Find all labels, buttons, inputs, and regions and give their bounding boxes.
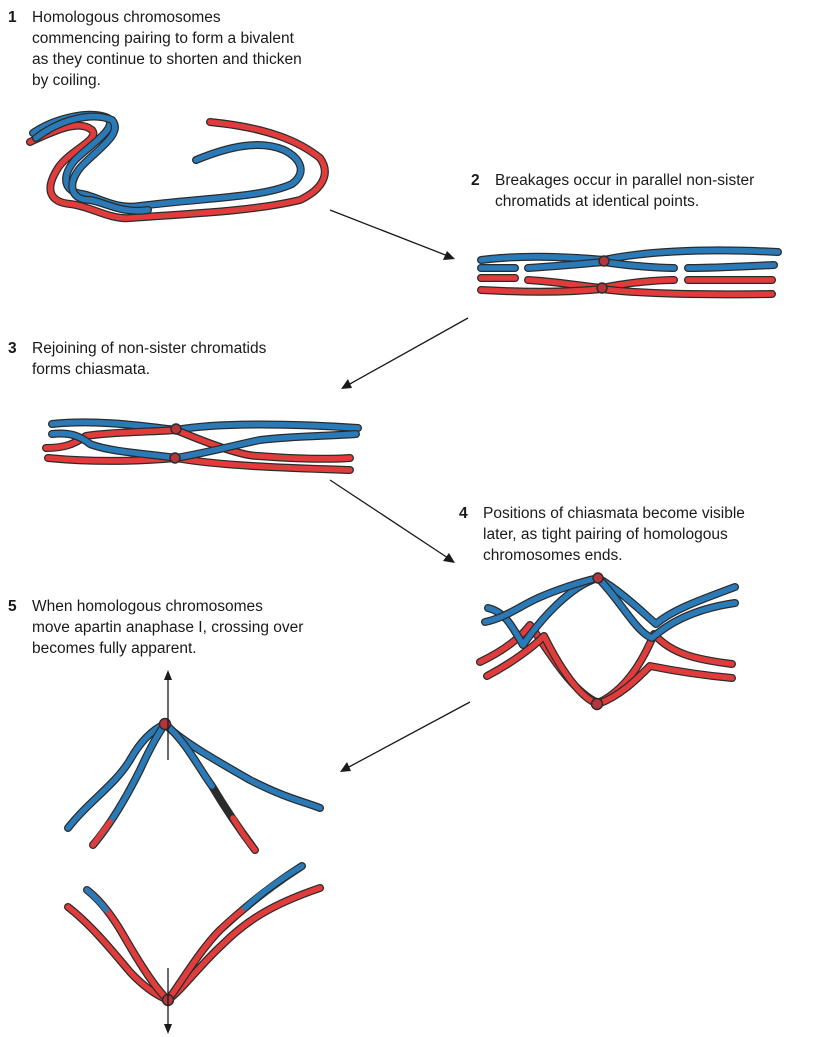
centromere-4a <box>592 572 604 584</box>
stage-5-anaphase <box>64 717 324 1007</box>
arrow-1-to-2 <box>329 209 455 260</box>
stage-2-breakages <box>481 250 778 294</box>
step-5-number: 5 <box>8 598 17 615</box>
centromere-4b <box>590 697 604 711</box>
centromere-2b <box>596 282 608 294</box>
centromere-3b <box>169 452 181 464</box>
step-4-caption: 4 Positions of chiasmata become visible … <box>459 503 809 566</box>
step-4-text: Positions of chiasmata become visible la… <box>483 505 745 564</box>
step-3-number: 3 <box>8 340 17 357</box>
stage-4-visible-chiasmata <box>476 572 739 711</box>
step-3-text: Rejoining of non-sister chromatids forms… <box>32 340 267 378</box>
step-5-text: When homologous chromosomes move apartin… <box>32 598 304 657</box>
step-1-caption: 1 Homologous chromosomes commencing pair… <box>8 7 388 91</box>
step-2-caption: 2 Breakages occur in parallel non-sister… <box>471 170 811 212</box>
pole-arrow-up <box>164 670 172 760</box>
arrow-4-to-5 <box>340 701 471 772</box>
centromere-3a <box>170 423 182 435</box>
centromere-2a <box>598 255 610 267</box>
step-1-number: 1 <box>8 9 17 26</box>
stage-1-bivalent <box>30 115 325 218</box>
pole-arrow-down <box>164 968 172 1034</box>
stage-3-chiasmata <box>46 422 358 470</box>
step-4-number: 4 <box>459 505 468 522</box>
arrow-2-to-3 <box>341 317 469 389</box>
step-2-number: 2 <box>471 172 480 189</box>
step-5-caption: 5 When homologous chromosomes move apart… <box>8 596 368 659</box>
step-3-caption: 3 Rejoining of non-sister chromatids for… <box>8 338 348 380</box>
arrow-3-to-4 <box>329 479 455 563</box>
step-1-text: Homologous chromosomes commencing pairin… <box>32 9 302 89</box>
step-2-text: Breakages occur in parallel non-sister c… <box>495 172 755 210</box>
centromere-5a <box>158 717 172 731</box>
